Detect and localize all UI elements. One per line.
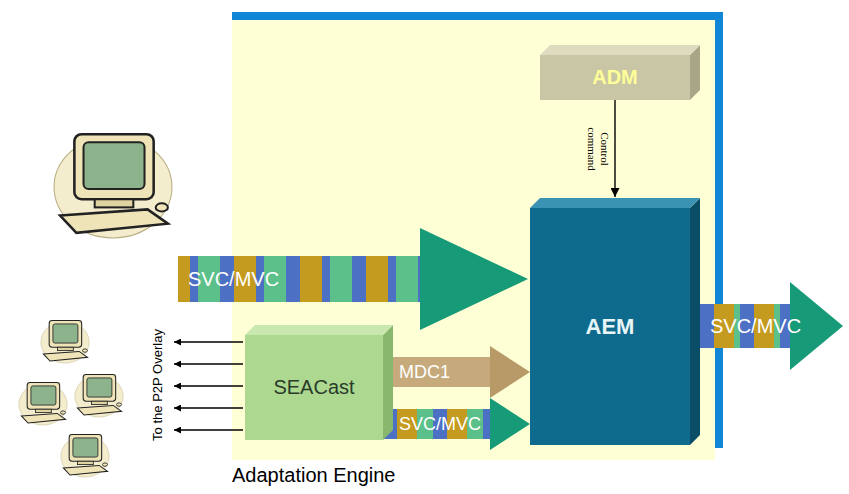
- peer-icon: [75, 375, 123, 418]
- box-top: [245, 325, 393, 335]
- edge-label: Control command: [585, 118, 610, 180]
- overlay-arrow: [174, 407, 243, 408]
- peer-icon: [19, 383, 67, 426]
- engine-border: [715, 12, 723, 448]
- control-arrow: [615, 100, 616, 197]
- seacast-box: SEACast: [245, 335, 383, 440]
- box-top: [540, 45, 700, 55]
- peer-icon: [41, 321, 89, 364]
- overlay-arrow: [174, 385, 243, 386]
- engine-ground: [232, 20, 715, 460]
- box-front: [540, 55, 690, 100]
- connector-line: [614, 100, 615, 197]
- stream-arrow: [383, 398, 530, 450]
- arrow-band: [383, 409, 490, 439]
- edge-label: SVC/MVC: [399, 414, 481, 435]
- overlay-arrow: [174, 363, 243, 364]
- stream-label: SVC/MVC: [188, 268, 279, 291]
- computer-icon: [54, 134, 172, 238]
- mdc-arrow: [383, 346, 530, 398]
- box-label: SEACast: [273, 376, 354, 399]
- aem-box: AEM: [530, 208, 690, 445]
- box-front: [530, 208, 690, 445]
- engine-border: [232, 12, 723, 20]
- adm-box: ADM: [540, 55, 690, 100]
- box-label: AEM: [586, 314, 635, 339]
- overlay-arrows: [174, 342, 243, 430]
- box-side: [690, 198, 700, 445]
- overlay-arrow: [174, 429, 243, 430]
- arrow-head: [490, 346, 530, 398]
- edge-label: MDC1: [399, 362, 450, 383]
- arrow-head: [490, 398, 530, 450]
- stream-label: SVC/MVC: [710, 315, 801, 338]
- peer-icon: [61, 435, 109, 478]
- overlay-label: To the P2P Overlay: [151, 329, 166, 441]
- panel-heading: Adaptation Engine: [232, 464, 715, 487]
- stream-head: [420, 228, 528, 330]
- overlay-arrow: [174, 341, 243, 342]
- box-label: ADM: [592, 66, 638, 89]
- arrow-band: [383, 357, 490, 387]
- box-side: [383, 325, 393, 440]
- box-front: [245, 335, 383, 440]
- stream-band: [178, 256, 422, 302]
- box-top: [530, 198, 700, 208]
- engine-panel: Adaptation EngineADMAEMSEACast: [232, 20, 715, 460]
